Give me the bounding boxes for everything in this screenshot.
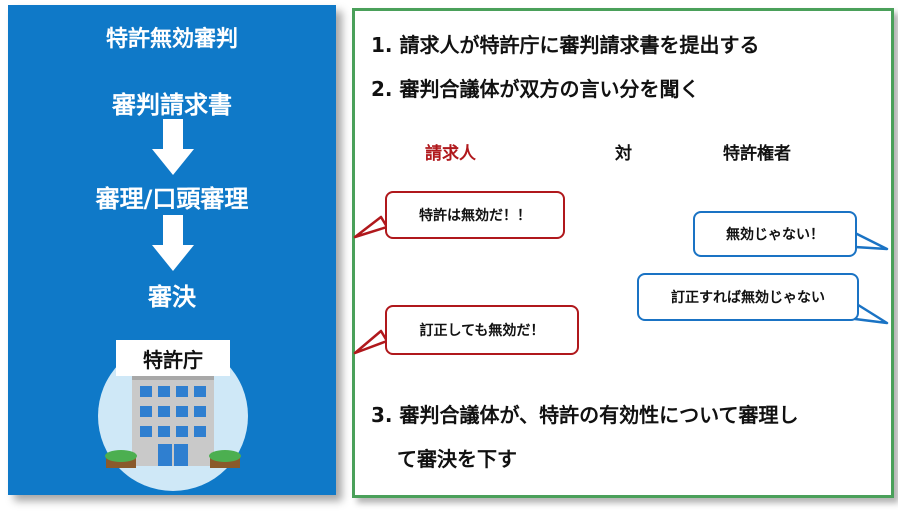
- party-patent-holder: 特許権者: [723, 144, 791, 164]
- speech-tail: [353, 329, 389, 355]
- patent-office-illustration: 特許庁: [88, 326, 258, 491]
- office-label: 特許庁: [116, 340, 230, 376]
- patent-holder-speech-bubble: 無効じゃない！: [693, 211, 857, 257]
- office-building-icon: [98, 341, 248, 491]
- step-3-text-line1: 3. 審判合議体が、特許の有効性について審理し: [371, 403, 799, 427]
- patent-holder-speech-bubble: 訂正すれば無効じゃない: [637, 273, 859, 321]
- panel-title: 特許無効審判: [105, 27, 238, 52]
- flow-step-hearing: 審理/口頭審理: [95, 185, 249, 213]
- step-1-text: 1. 請求人が特許庁に審判請求書を提出する: [371, 33, 760, 57]
- speech-tail: [853, 231, 889, 251]
- explanation-panel: 1. 請求人が特許庁に審判請求書を提出する 2. 審判合議体が双方の言い分を聞く…: [352, 8, 894, 498]
- versus-label: 対: [615, 144, 632, 164]
- step-2-text: 2. 審判合議体が双方の言い分を聞く: [371, 77, 700, 101]
- speech-tail: [353, 215, 389, 239]
- claimant-speech-bubble: 特許は無効だ！！: [385, 191, 565, 239]
- down-arrow-icon: [152, 119, 194, 175]
- party-claimant: 請求人: [425, 144, 476, 164]
- process-flow-panel: 特許無効審判 審判請求書 審理/口頭審理 審決: [8, 5, 336, 495]
- down-arrow-icon: [152, 215, 194, 271]
- flow-step-decision: 審決: [148, 283, 196, 311]
- flow-step-request: 審判請求書: [112, 91, 232, 119]
- step-3-text-line2: て審決を下す: [397, 447, 517, 471]
- claimant-speech-bubble: 訂正しても無効だ！: [385, 305, 579, 355]
